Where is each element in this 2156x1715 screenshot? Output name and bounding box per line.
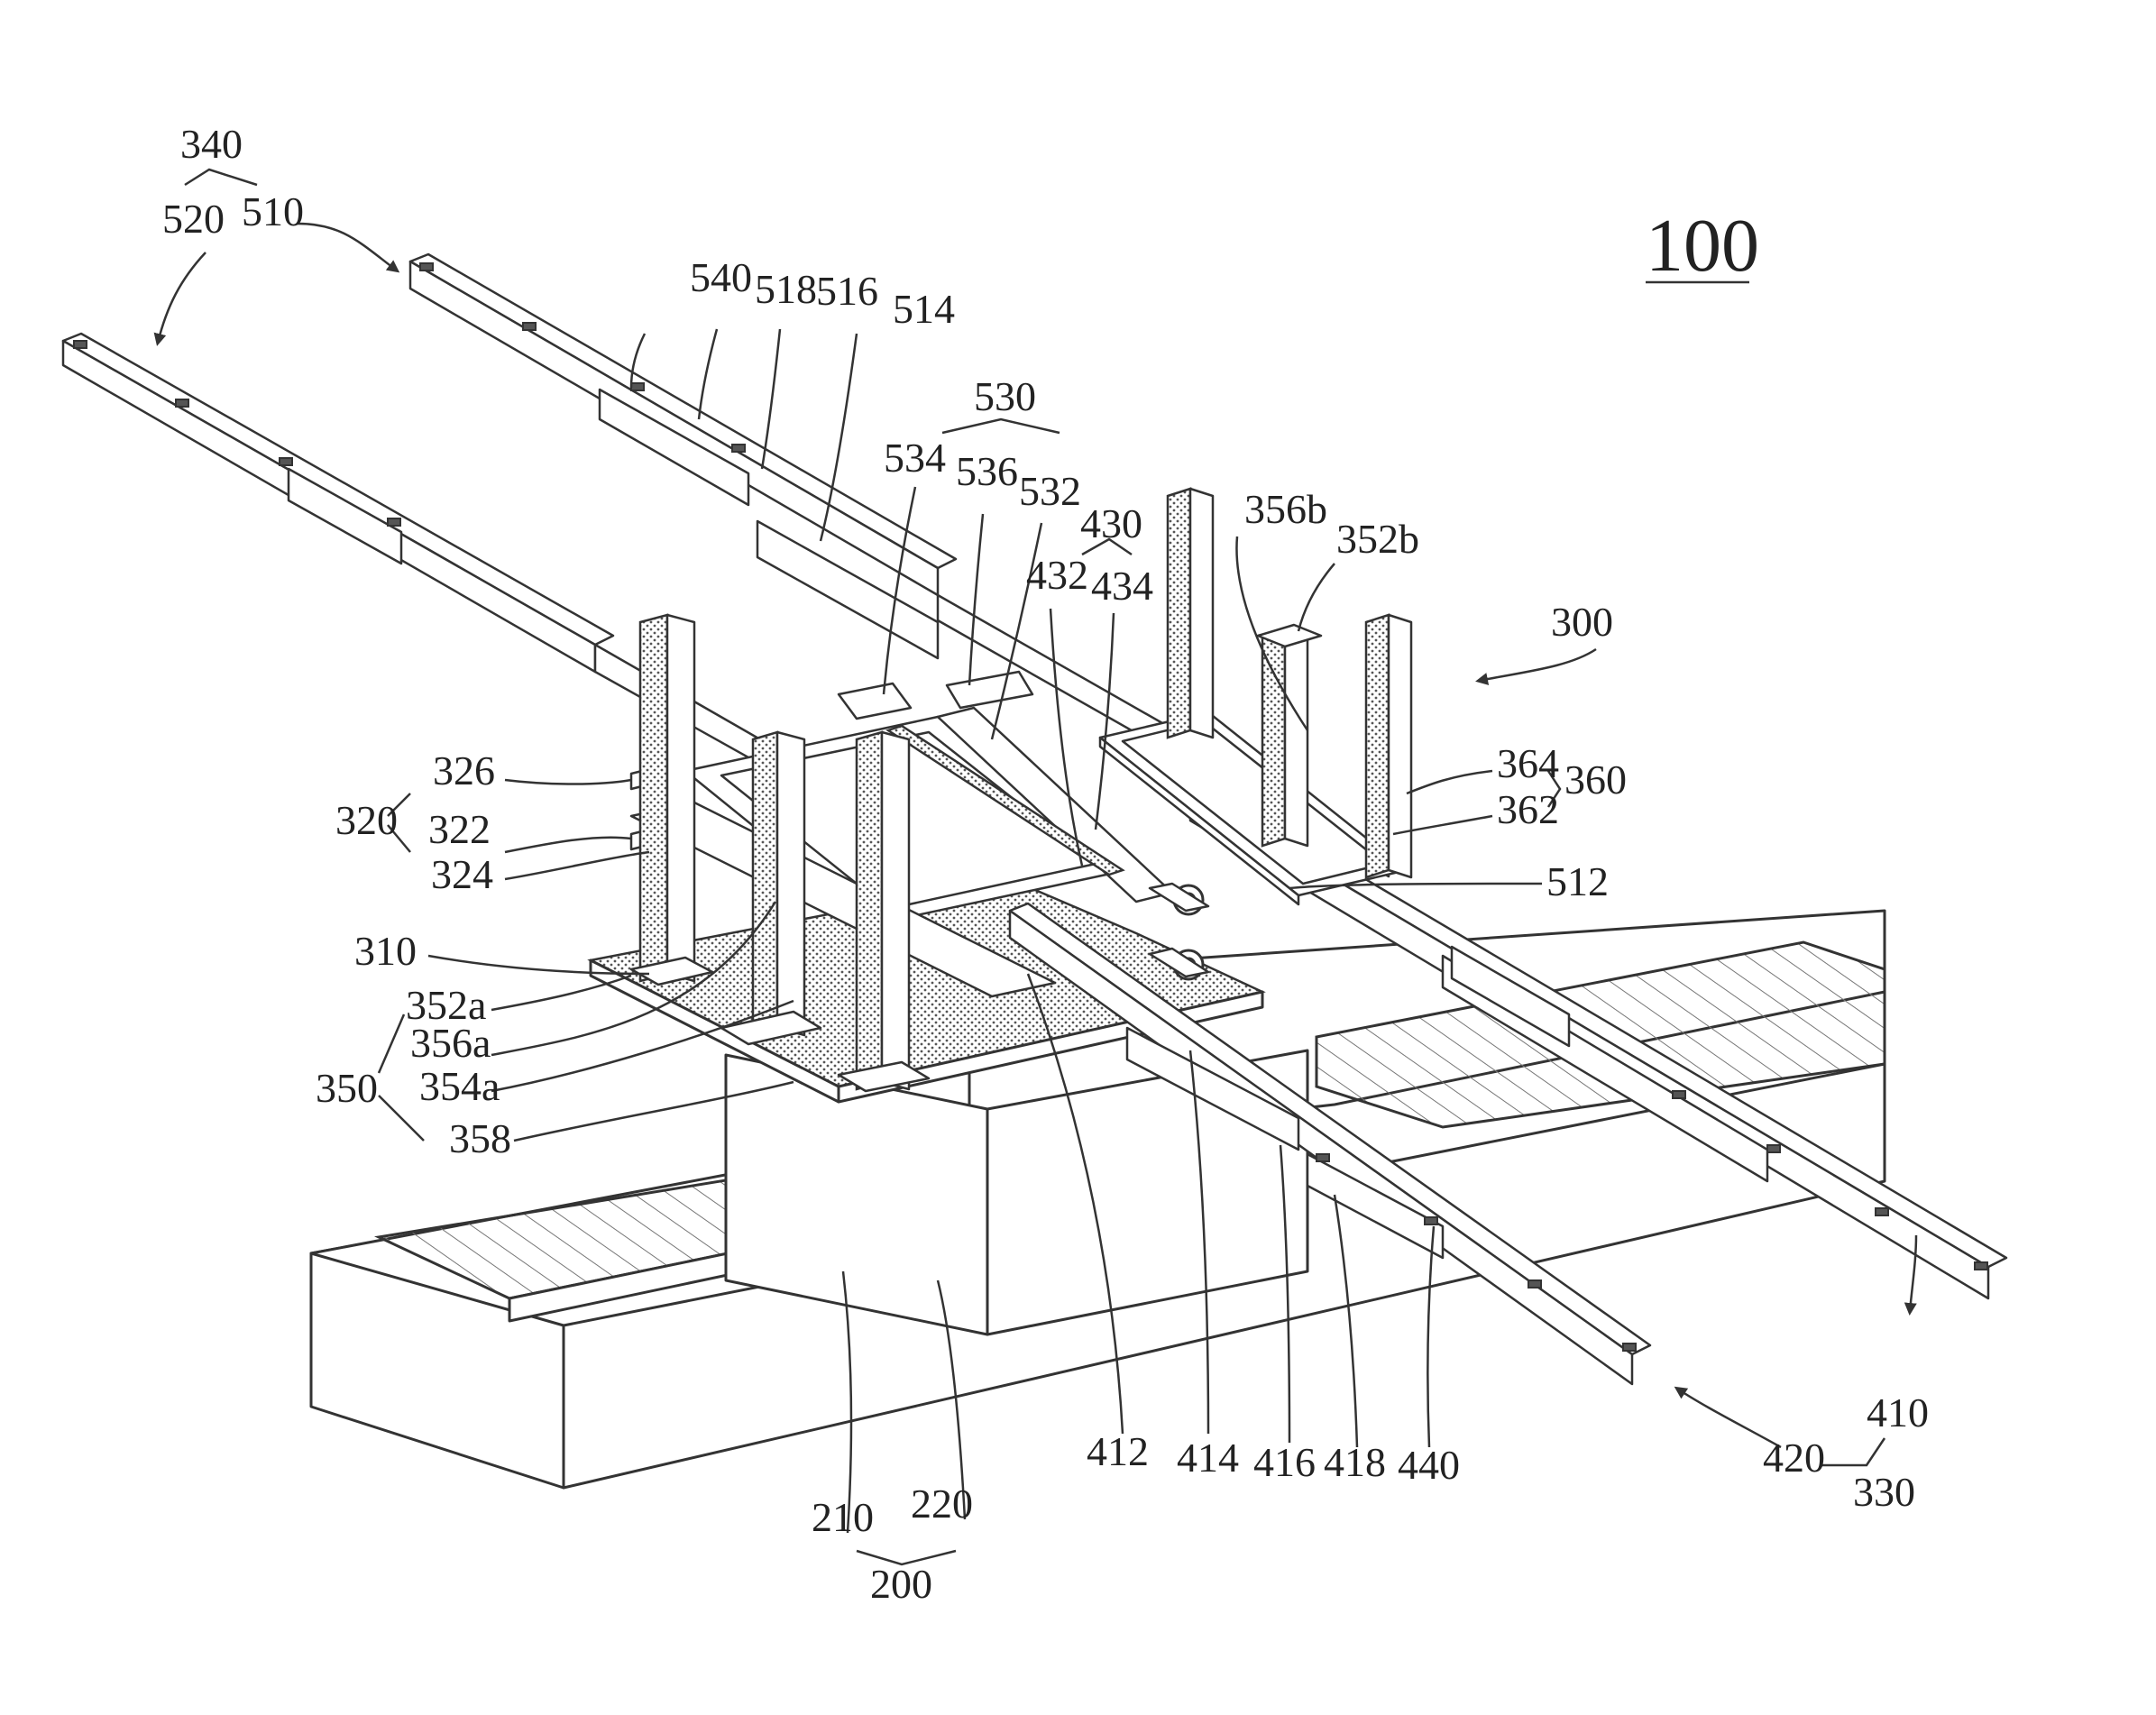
block-536 <box>947 672 1032 708</box>
label-220: 220 <box>911 1481 973 1527</box>
post-left-3-side <box>882 732 909 1089</box>
post-right-3-face <box>1366 615 1389 877</box>
post-right-2-side <box>1285 628 1307 846</box>
beam-520-cap-3 <box>280 458 292 465</box>
label-330: 330 <box>1853 1469 1915 1515</box>
leader-324 <box>505 852 649 879</box>
leader-326 <box>505 780 631 784</box>
beam-520-cap-2 <box>176 399 188 407</box>
label-352b: 352b <box>1336 516 1419 562</box>
label-516: 516 <box>816 268 878 314</box>
label-358: 358 <box>449 1115 511 1161</box>
leader-352b <box>1298 564 1335 631</box>
label-322: 322 <box>428 806 491 852</box>
beam-420-cap-1 <box>1317 1154 1329 1161</box>
bracket-340 <box>185 170 257 185</box>
label-356a: 356a <box>410 1020 491 1066</box>
block-534 <box>839 683 911 719</box>
label-534: 534 <box>884 435 946 481</box>
label-350: 350 <box>316 1065 378 1111</box>
label-414: 414 <box>1177 1435 1239 1481</box>
beam-410-cap-4 <box>1975 1262 1987 1270</box>
post-left-1-side <box>667 615 694 981</box>
label-340: 340 <box>180 121 243 167</box>
label-512: 512 <box>1546 858 1609 904</box>
label-418: 418 <box>1324 1439 1386 1485</box>
post-left-3-face <box>857 732 882 1089</box>
label-320: 320 <box>335 797 398 843</box>
leader-322 <box>505 838 631 852</box>
beam-410-cap-2 <box>1767 1145 1780 1152</box>
label-362: 362 <box>1497 786 1559 832</box>
label-210: 210 <box>812 1494 874 1540</box>
post-left-2-side <box>777 732 804 1035</box>
label-200: 200 <box>870 1561 932 1607</box>
label-434: 434 <box>1091 563 1153 609</box>
label-440: 440 <box>1398 1442 1460 1488</box>
beam-410-cap-3 <box>1876 1208 1888 1215</box>
beam-420-cap-4 <box>1623 1344 1636 1351</box>
label-310: 310 <box>354 928 417 974</box>
label-432: 432 <box>1026 552 1088 598</box>
beam-520-top <box>63 334 613 645</box>
label-540: 540 <box>690 254 752 300</box>
label-536: 536 <box>956 448 1018 494</box>
beam-420-cap-2 <box>1425 1217 1437 1224</box>
label-514: 514 <box>893 286 955 332</box>
post-left-2-face <box>753 732 777 1035</box>
label-326: 326 <box>433 747 495 793</box>
leader-364 <box>1407 771 1492 793</box>
post-right-1-side <box>1190 489 1213 738</box>
leader-536 <box>969 514 983 685</box>
leader-534 <box>884 487 915 694</box>
post-right-1-face <box>1168 489 1190 738</box>
figure-number: 100 <box>1646 204 1759 288</box>
arrow-520 <box>158 252 206 343</box>
bracket-330 <box>1821 1438 1885 1465</box>
label-530: 530 <box>974 373 1036 419</box>
label-518: 518 <box>755 266 817 312</box>
label-532: 532 <box>1019 468 1081 514</box>
beam-510-cap-3 <box>631 383 644 390</box>
label-416: 416 <box>1253 1439 1316 1485</box>
label-324: 324 <box>431 851 493 897</box>
beam-520-cap-4 <box>388 518 400 526</box>
label-510: 510 <box>242 188 304 234</box>
beam-510-cap-4 <box>732 445 745 452</box>
arrow-300 <box>1479 649 1596 681</box>
label-356b: 356b <box>1244 486 1327 532</box>
label-364: 364 <box>1497 740 1559 786</box>
leader-516 <box>762 329 780 469</box>
label-430: 430 <box>1080 500 1142 546</box>
arrow-510 <box>298 224 397 271</box>
beam-520-cap-1 <box>74 341 87 348</box>
beam-510-cap-1 <box>420 263 433 271</box>
post-right-3-side <box>1389 615 1411 877</box>
beam-420-cap-3 <box>1528 1280 1541 1288</box>
leader-518 <box>699 329 717 419</box>
post-left-1-face <box>640 615 667 981</box>
post-right-2-face <box>1262 628 1285 846</box>
beam-410-cap-1 <box>1673 1091 1685 1098</box>
label-520: 520 <box>162 196 225 242</box>
bracket-530 <box>942 419 1060 433</box>
label-410: 410 <box>1867 1389 1929 1435</box>
beam-510-cap-2 <box>523 323 536 330</box>
leader-434 <box>1096 613 1114 830</box>
label-412: 412 <box>1087 1428 1149 1474</box>
label-360: 360 <box>1564 757 1627 802</box>
label-300: 300 <box>1551 599 1613 645</box>
label-420: 420 <box>1763 1435 1825 1481</box>
label-354a: 354a <box>419 1063 500 1109</box>
